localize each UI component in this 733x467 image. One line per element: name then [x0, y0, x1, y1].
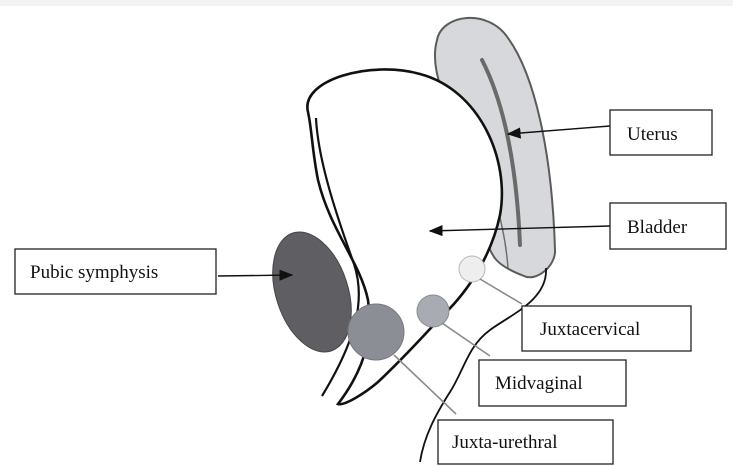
juxta-urethral-connector	[394, 355, 456, 414]
midvaginal-connector	[442, 323, 490, 356]
pubic-symphysis-arrow	[218, 275, 292, 276]
uterus-label: Uterus	[627, 124, 678, 145]
juxtacervical-connector	[480, 279, 522, 304]
bladder-outline	[307, 69, 502, 404]
midvaginal-circle	[417, 295, 449, 327]
uterus-label-box: Uterus	[610, 110, 712, 155]
bladder-label-box: Bladder	[610, 203, 726, 249]
juxtacervical-circle	[459, 256, 485, 282]
bladder-label: Bladder	[627, 217, 688, 238]
juxtacervical-label: Juxtacervical	[540, 319, 640, 340]
top-band	[0, 0, 733, 6]
juxta-urethral-label: Juxta-urethral	[452, 432, 558, 453]
pubic-symphysis-label-box: Pubic symphysis	[15, 249, 216, 294]
juxta-urethral-label-box: Juxta-urethral	[438, 420, 613, 464]
juxta-urethral-circle	[348, 304, 404, 360]
midvaginal-label: Midvaginal	[495, 373, 583, 394]
juxtacervical-label-box: Juxtacervical	[522, 306, 691, 351]
pubic-symphysis-label: Pubic symphysis	[30, 262, 158, 283]
midvaginal-label-box: Midvaginal	[479, 360, 626, 406]
